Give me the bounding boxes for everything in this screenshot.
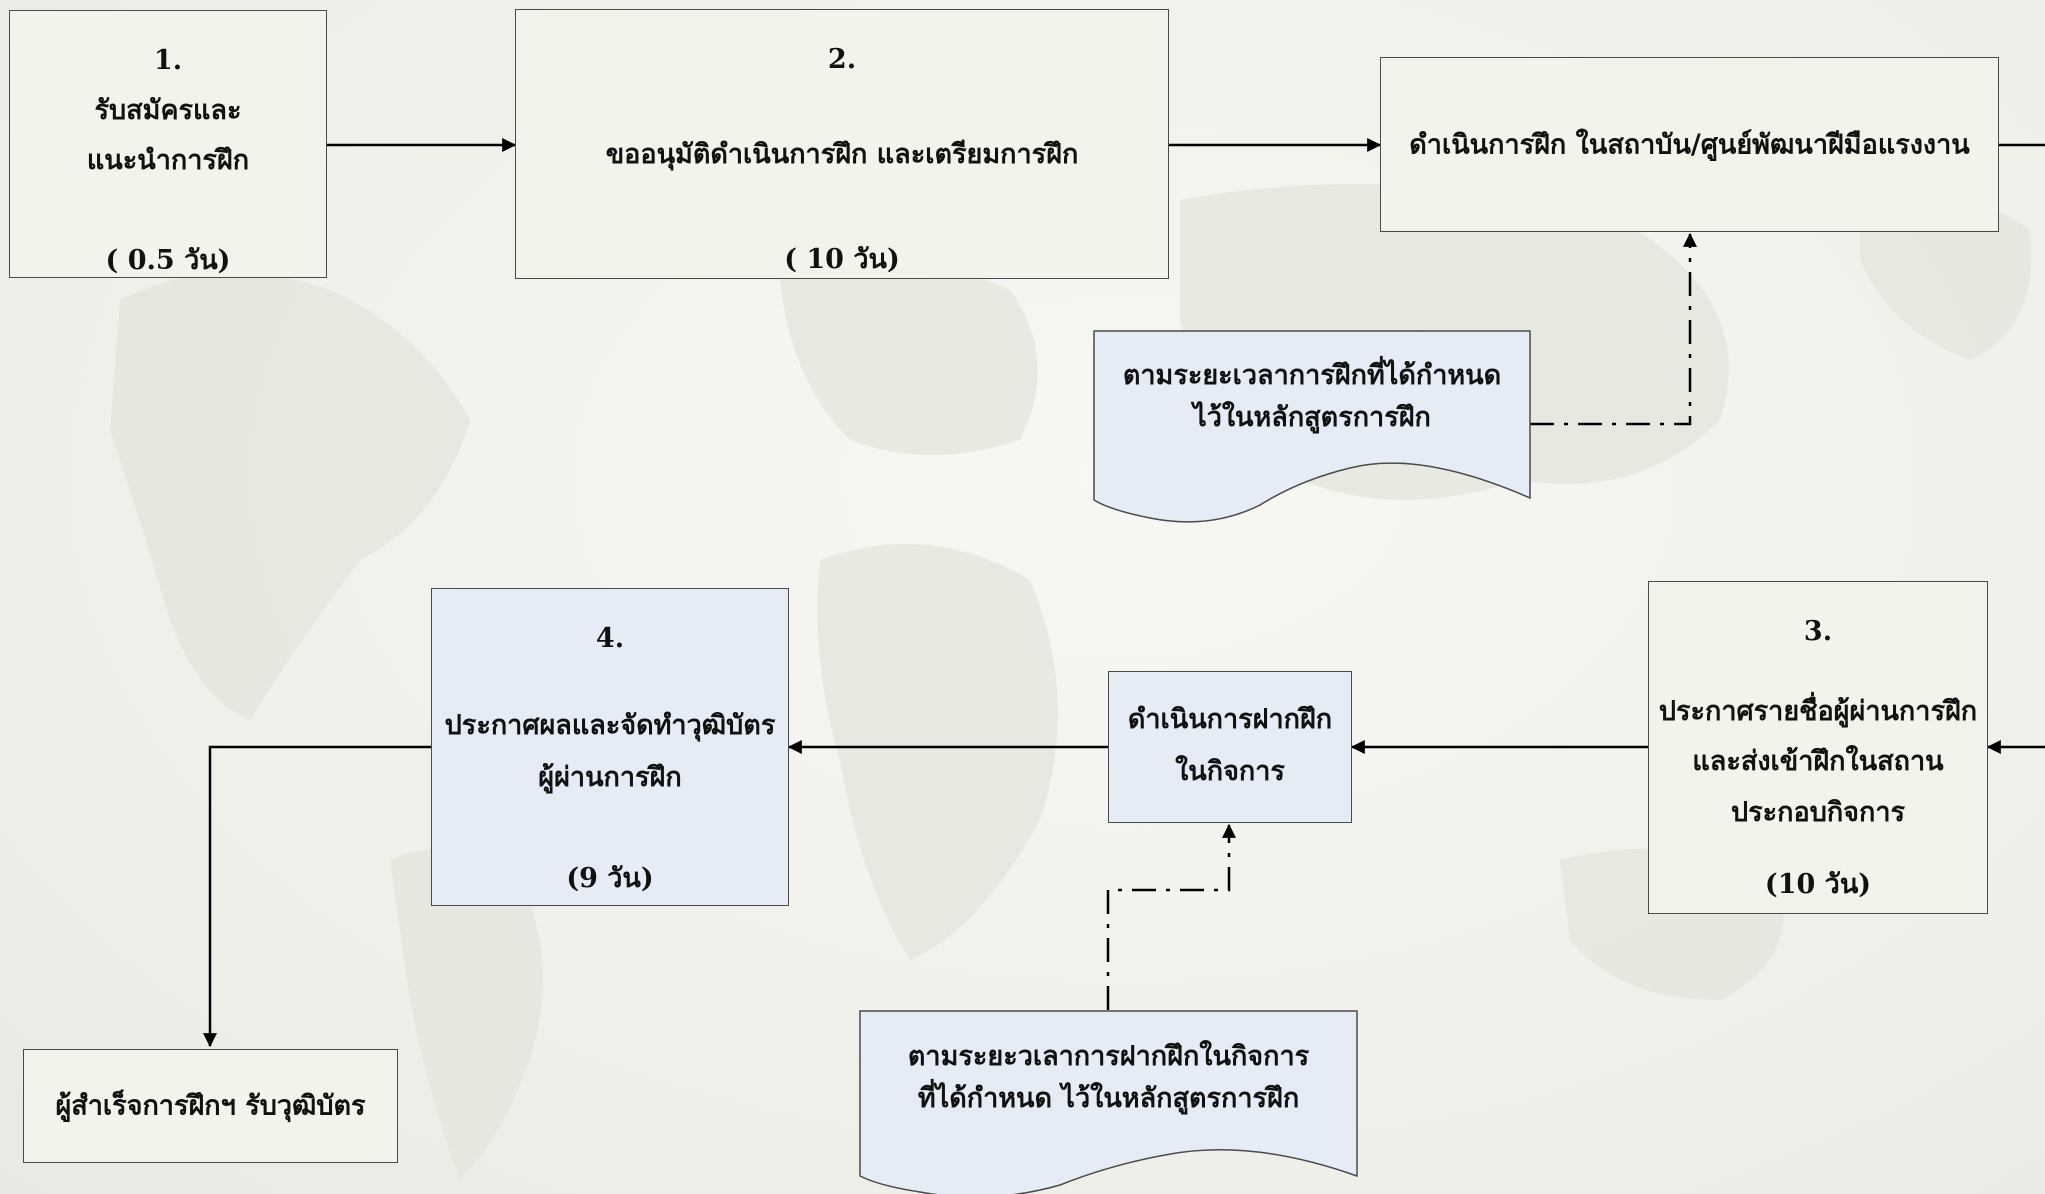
note-training-schedule: ตามระยะเวลาการฝึกที่ได้กำหนด ไว้ในหลักสู… <box>1094 355 1530 439</box>
note-internship-line2: ที่ได้กำหนด ไว้ในหลักสูตรการฝึก <box>917 1082 1300 1114</box>
note-internship-schedule-shape <box>859 1010 1358 1194</box>
graduate-label: ผู้สำเร็จการฝึกฯ รับวุฒิบัตร <box>55 1090 366 1122</box>
step3-line3: ประกอบกิจการ <box>1730 797 1906 828</box>
step3-number: 3. <box>1803 616 1833 647</box>
note-training-schedule-shape <box>1093 330 1531 523</box>
note-internship-line1: ตามระยะวเลาการฝากฝึกในกิจการ <box>907 1041 1310 1072</box>
internship-line1: ดำเนินการฝากฝึก <box>1127 704 1333 735</box>
dashdot-note-to-training <box>1530 232 1697 426</box>
step4-number: 4. <box>595 623 625 654</box>
step1-line1: รับสมัครและ <box>94 95 242 126</box>
note-training-line1: ตามระยะเวลาการฝึกที่ได้กำหนด <box>1122 360 1502 391</box>
training-label: ดำเนินการฝึก ในสถาบัน/ศูนย์พัฒนาฝีมือแรง… <box>1409 128 1970 160</box>
step4-duration: (9 วัน) <box>566 863 654 894</box>
step4-box: 4. ประกาศผลและจัดทำวุฒิบัตร ผู้ผ่านการฝึ… <box>431 588 789 906</box>
internship-line2: ในกิจการ <box>1175 756 1285 787</box>
step3-box: 3. ประกาศรายชื่อผู้ผ่านการฝึก และส่งเข้า… <box>1648 581 1988 914</box>
step4-line2: ผู้ผ่านการฝึก <box>538 762 682 793</box>
step2-label: ขออนุมัติดำเนินการฝึก และเตรียมการฝึก <box>605 139 1079 170</box>
step1-line2: แนะนำการฝึก <box>86 145 250 176</box>
step3-line2: และส่งเข้าฝึกในสถาน <box>1692 746 1944 777</box>
note-training-line2: ไว้ในหลักสูตรการฝึก <box>1193 401 1431 433</box>
step2-number: 2. <box>827 44 857 75</box>
step3-line1: ประกาศรายชื่อผู้ผ่านการฝึก <box>1658 696 1978 727</box>
dashdot-note-to-internship <box>1106 823 1236 1010</box>
step3-duration: (10 วัน) <box>1764 869 1872 900</box>
step2-duration: ( 10 วัน) <box>784 244 900 275</box>
step1-box: 1. รับสมัครและ แนะนำการฝึก ( 0.5 วัน) <box>9 10 327 278</box>
internship-box: ดำเนินการฝากฝึก ในกิจการ <box>1108 671 1352 823</box>
step1-number: 1. <box>153 45 183 76</box>
training-box: ดำเนินการฝึก ในสถาบัน/ศูนย์พัฒนาฝีมือแรง… <box>1380 57 1999 232</box>
step4-line1: ประกาศผลและจัดทำวุฒิบัตร <box>444 710 776 741</box>
step1-duration: ( 0.5 วัน) <box>105 245 231 276</box>
note-internship-schedule: ตามระยะวเลาการฝากฝึกในกิจการ ที่ได้กำหนด… <box>860 1036 1357 1120</box>
step2-box: 2. ขออนุมัติดำเนินการฝึก และเตรียมการฝึก… <box>515 9 1169 279</box>
graduate-box: ผู้สำเร็จการฝึกฯ รับวุฒิบัตร <box>23 1049 398 1163</box>
arrow-step4-to-graduate <box>203 745 431 1048</box>
